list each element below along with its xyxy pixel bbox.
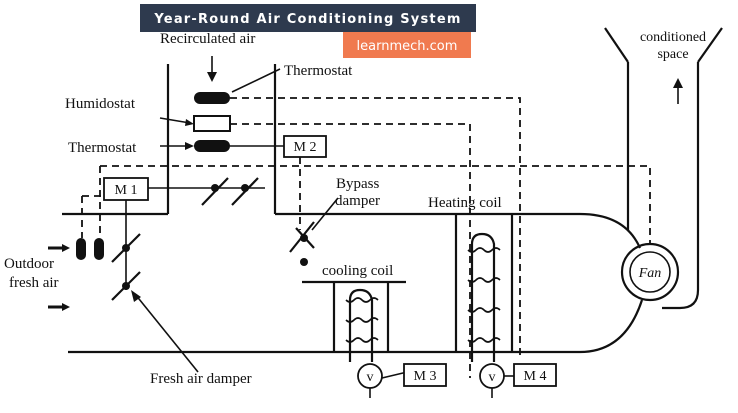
fresh-damper-pivot-1	[122, 244, 130, 252]
bypass-label-1: Bypass	[336, 176, 380, 192]
valve-v2-label: v	[489, 370, 496, 385]
motor-m2: M 2	[283, 135, 327, 158]
fan-inner	[629, 251, 671, 293]
fan: Fan	[620, 242, 680, 302]
bypass-leader	[311, 197, 339, 231]
control-lines	[81, 97, 651, 378]
sensors	[76, 92, 231, 260]
outdoor-label-1: Outdoor	[4, 256, 54, 272]
thermostat-top-sensor	[194, 92, 230, 104]
fresh-damper-leader	[134, 293, 199, 373]
valve-v2: v	[479, 363, 514, 389]
thermostat-top-leader	[231, 68, 281, 93]
outdoor-arrow-2-head	[62, 303, 70, 311]
motor-m4-box	[513, 363, 557, 387]
motor-m4: M 4	[513, 363, 557, 387]
funnel-right	[697, 27, 723, 63]
cooling-coil-wave	[345, 297, 379, 303]
title-banner-bg	[140, 4, 476, 32]
heating-coil	[454, 214, 514, 362]
thermostat-left-label: Thermostat	[68, 140, 137, 156]
thermostat-left-sensor	[194, 140, 230, 152]
thermostat-left-leader-head	[185, 142, 194, 150]
heating-coil-wave-2	[467, 277, 501, 283]
heating-coil-tube	[470, 232, 496, 362]
humidostat-leader	[159, 117, 191, 124]
humidostat-sensor	[193, 115, 231, 132]
recirc-arrow-head	[207, 72, 217, 82]
fan-label: Fan	[638, 266, 662, 281]
humidostat-leader-head	[185, 119, 194, 126]
cooling-coil	[302, 280, 406, 362]
heating-coil-wave-4	[467, 337, 501, 343]
heating-coil-label: Heating coil	[428, 195, 502, 211]
duct-walls	[62, 27, 723, 354]
upper-nose	[579, 212, 642, 249]
brand-text: learnmech.com	[357, 39, 458, 54]
title-banner: Year-Round Air Conditioning System	[140, 4, 476, 32]
fresh-damper-leader-head	[131, 290, 141, 302]
motor-m1: M 1	[103, 177, 149, 201]
ctrl-thermostat-top	[230, 97, 521, 358]
conditioned-label-1: conditioned	[640, 30, 706, 45]
conditioned-label-2: space	[657, 47, 688, 62]
lower-nose	[579, 299, 644, 354]
fresh-air-damper-label: Fresh air damper	[150, 371, 252, 387]
valve-v1-label: v	[367, 370, 374, 385]
thermostat-top-label: Thermostat	[284, 63, 353, 79]
brand-badge[interactable]: learnmech.com	[343, 32, 471, 58]
brand-badge-bg	[343, 32, 471, 58]
cooling-coil-tube	[348, 288, 374, 362]
cooling-coil-wave-3	[345, 337, 379, 343]
flow-arrows	[48, 56, 683, 398]
cooling-coil-wave-2	[345, 317, 379, 323]
recirc-damper-pivot-1	[211, 184, 219, 192]
motor-m4-label: M 4	[524, 369, 547, 384]
outdoor-arrow-1-head	[62, 244, 70, 252]
cooling-coil-label: cooling coil	[322, 263, 393, 279]
title-text: Year-Round Air Conditioning System	[153, 12, 461, 27]
recirculated-air-label: Recirculated air	[160, 31, 255, 47]
bypass-damper-pivot-2	[300, 258, 308, 266]
fresh-air-damper	[111, 233, 141, 301]
bypass-damper-pivot-1	[300, 234, 308, 242]
motor-m3: M 3	[403, 363, 447, 387]
humidostat-label: Humidostat	[65, 96, 136, 112]
supply-right-wall	[662, 62, 700, 310]
ctrl-humidostat	[230, 123, 471, 378]
motor-m1-box	[103, 177, 149, 201]
valve-v1: v	[357, 363, 383, 389]
heating-coil-wave	[467, 247, 501, 253]
valve-v1-circle	[357, 363, 383, 389]
supply-arrow-head	[673, 78, 683, 88]
outdoor-label-2: fresh air	[9, 275, 59, 291]
motor-m3-label: M 3	[414, 369, 437, 384]
outdoor-sensor-1	[76, 238, 86, 260]
motor-m1-label: M 1	[115, 183, 138, 198]
bypass-label-2: damper	[335, 193, 380, 209]
bypass-damper	[289, 221, 315, 266]
recirc-damper-pivot-2	[241, 184, 249, 192]
ctrl-fan	[100, 165, 651, 244]
motor-m2-box	[283, 135, 327, 158]
motor-m2-label: M 2	[294, 140, 317, 155]
recirc-damper	[201, 177, 259, 206]
funnel-left	[604, 27, 629, 63]
outdoor-sensor-2	[94, 238, 104, 260]
fresh-damper-pivot-2	[122, 282, 130, 290]
motor-m3-box	[403, 363, 447, 387]
heating-coil-wave-3	[467, 307, 501, 313]
